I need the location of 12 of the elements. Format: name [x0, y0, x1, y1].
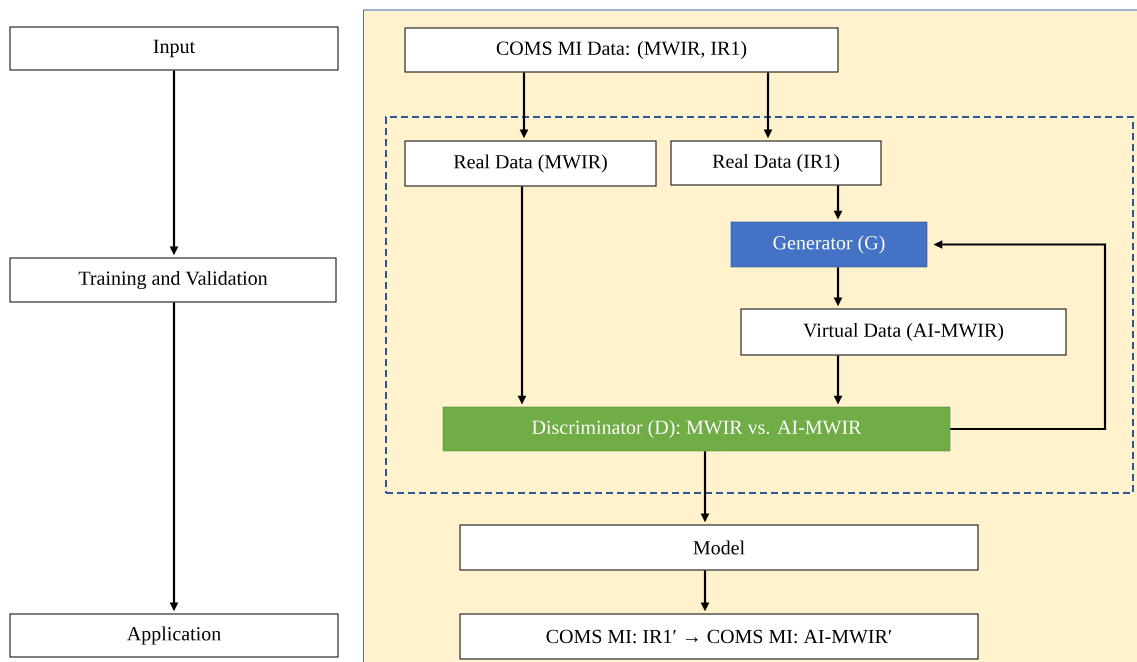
- process-box: Real Data (MWIR): [404, 140, 657, 187]
- process-box: Input: [9, 26, 339, 71]
- process-box: COMS MI: IR1′ → COMS MI: AI-MWIR′: [459, 613, 979, 660]
- process-box: Model: [459, 524, 979, 571]
- generator-box: Generator (G): [730, 221, 928, 268]
- process-box: Application: [9, 613, 339, 658]
- discriminator-box: Discriminator (D): MWIR vs. AI-MWIR: [442, 406, 951, 452]
- process-box: Training and Validation: [9, 257, 337, 303]
- process-box: Real Data (IR1): [670, 140, 882, 186]
- process-box: Virtual Data (AI-MWIR): [740, 308, 1067, 356]
- process-box: COMS MI Data: (MWIR, IR1): [404, 27, 839, 73]
- dashed-frame: [385, 116, 1134, 494]
